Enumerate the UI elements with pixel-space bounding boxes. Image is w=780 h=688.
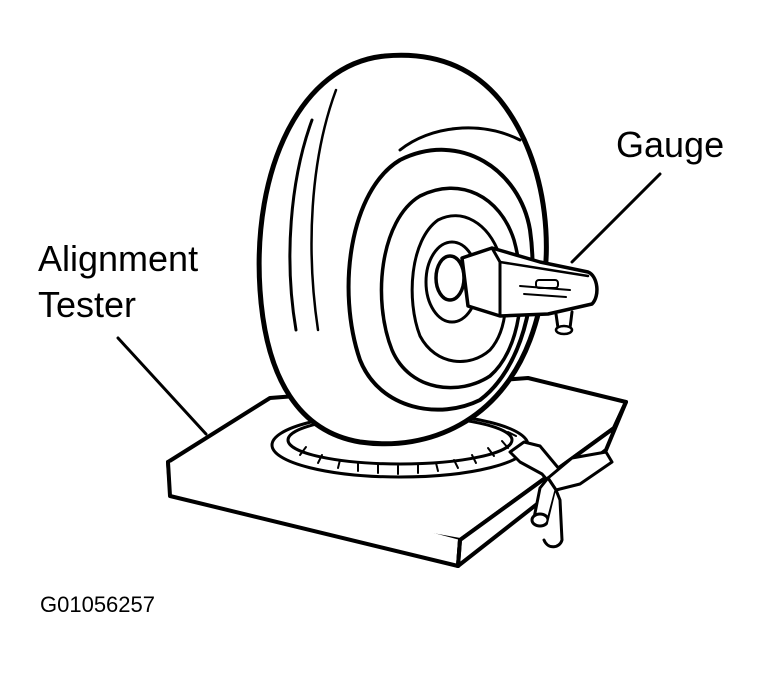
- alignment-tester-label-line1: Alignment: [38, 238, 199, 279]
- alignment-tester-label-line2: Tester: [38, 284, 137, 325]
- gauge-label: Gauge: [616, 124, 725, 165]
- figure-id: G01056257: [40, 592, 155, 617]
- alignment-tester-leader-line: [116, 336, 208, 436]
- leader-lines: [116, 172, 662, 436]
- gauge-arm: [434, 246, 599, 336]
- lock-lever: [508, 440, 614, 549]
- gauge-leader-line: [570, 172, 662, 264]
